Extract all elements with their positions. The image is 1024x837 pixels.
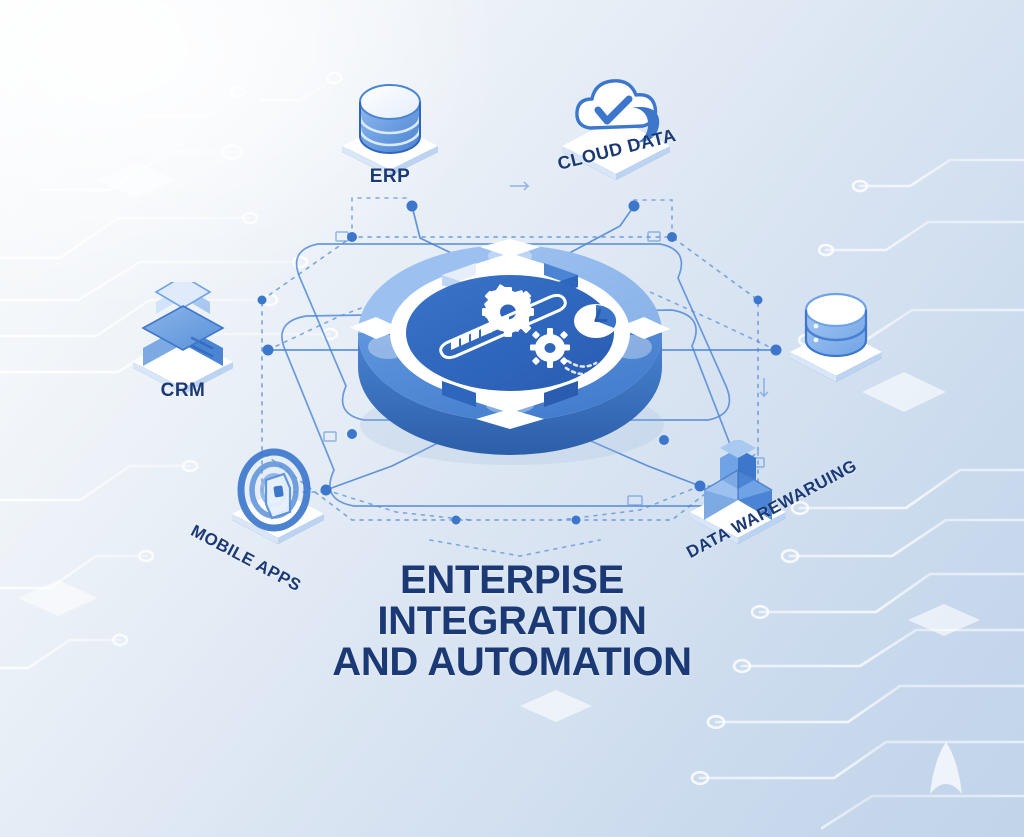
gear-small-icon bbox=[530, 328, 570, 368]
erp-database-cylinder-icon bbox=[358, 84, 422, 154]
hub-ring-extrusion bbox=[358, 333, 662, 455]
central-automation-hub[interactable] bbox=[300, 215, 720, 475]
crm-server-building-icon bbox=[141, 275, 225, 366]
mobile-apps-icon-group[interactable] bbox=[216, 446, 346, 556]
circuit-spire-icon bbox=[930, 742, 962, 794]
storage-database-cylinder-icon bbox=[804, 292, 868, 358]
cloud-plate bbox=[562, 118, 670, 180]
title-line-2: INTEGRATION bbox=[377, 599, 647, 643]
node-mobile-apps[interactable]: MOBILE APPS bbox=[188, 446, 346, 595]
clock-icon bbox=[574, 304, 618, 338]
storage-icon-group[interactable] bbox=[778, 282, 898, 392]
hub-highlight-blobs bbox=[368, 247, 652, 414]
hub-inner-icon-group bbox=[439, 284, 618, 376]
node-label-erp: ERP bbox=[369, 166, 411, 187]
node-crm[interactable]: CRM bbox=[118, 275, 248, 407]
cloud-check-icon bbox=[575, 79, 660, 146]
warehouse-box-icon bbox=[703, 438, 773, 520]
node-erp[interactable]: ERP bbox=[330, 66, 450, 191]
crm-icon-group[interactable] bbox=[118, 275, 248, 402]
page-title: ENTERPISE INTEGRATION AND AUTOMATION bbox=[0, 560, 1024, 683]
progress-bar-fill bbox=[451, 315, 509, 350]
progress-bar-icon bbox=[439, 293, 567, 360]
dotted-trail-icon bbox=[564, 359, 600, 376]
node-data-warehousing[interactable]: DATA WAREWARUING bbox=[676, 438, 860, 562]
title-line-3: AND AUTOMATION bbox=[332, 640, 692, 684]
mobile-signal-icon bbox=[237, 448, 311, 532]
gear-large-icon bbox=[482, 284, 534, 337]
erp-icon-group[interactable] bbox=[330, 66, 450, 186]
node-cloud-data[interactable]: CLOUD DATA bbox=[546, 66, 696, 191]
phone-icon bbox=[264, 472, 292, 520]
data-warehousing-icon-group[interactable] bbox=[676, 438, 806, 550]
title-line-1: ENTERPISE bbox=[399, 558, 625, 602]
node-label-crm: CRM bbox=[160, 380, 206, 401]
node-storage[interactable] bbox=[778, 282, 898, 397]
cloud-data-icon-group[interactable] bbox=[546, 66, 696, 186]
